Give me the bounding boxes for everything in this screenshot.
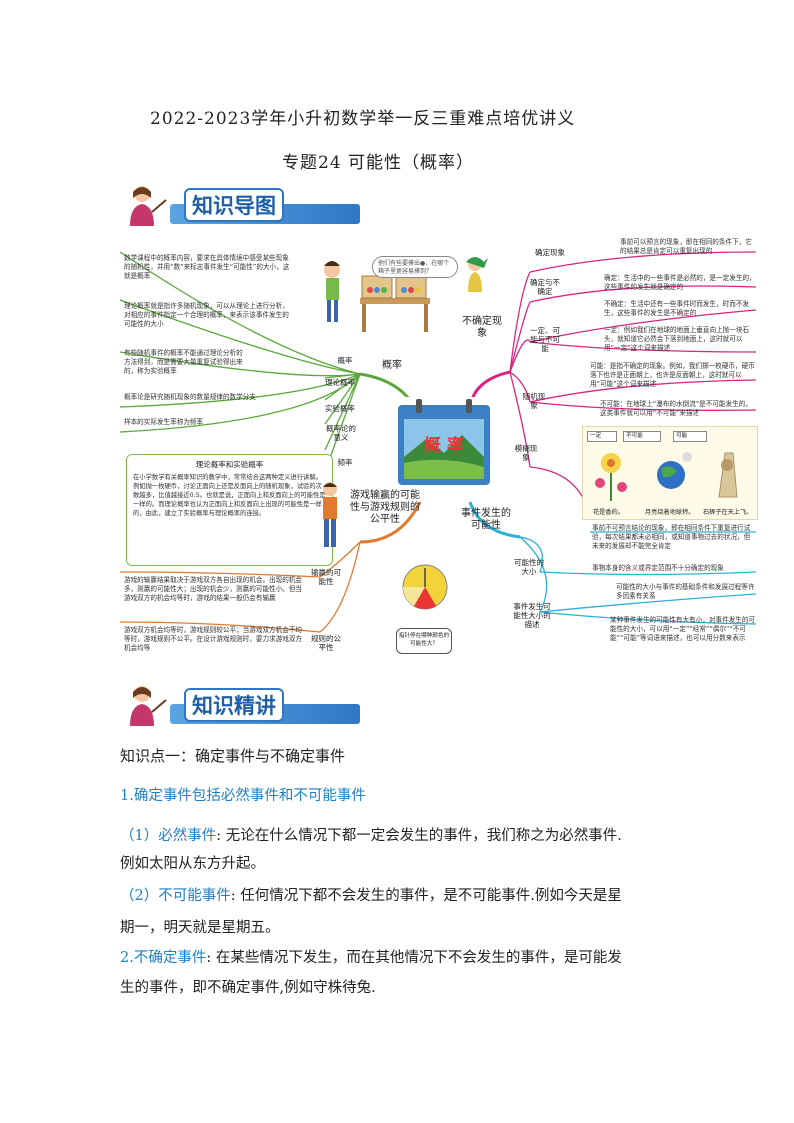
center-title: 概 率 <box>424 436 464 456</box>
mindmap-label-theory: 理论概率 <box>325 378 355 387</box>
mindmap-box-win: 游戏的输赢结果取决于游戏双方各自出现的机会。出现的机会多，则赢的可能性大；出现的… <box>124 576 303 602</box>
mindmap-box-theory-meaning: 概率论是研究随机现象的数量规律的数学分支 <box>124 393 256 401</box>
mindmap-box-fuzzy: 事物本身的含义或界定范围不十分确定的现象 <box>592 564 724 572</box>
definition-certain-event: : 无论在什么情况下都一定会发生的事件，我们称之为必然事件. <box>216 828 622 844</box>
mindmap-main-probability: 概率 <box>382 360 402 371</box>
theory-box-title: 理论概率和实验概率 <box>195 460 264 469</box>
theory-vs-experiment-box: 理论概率和实验概率 在小学数学有关概率知识的教学中，常常结合这两种定义进行讲解。… <box>126 454 333 566</box>
mindmap-box-theory: 理论概率就是指许多随机现象，可以从理论上进行分析，对相应的事件指定一个合理的概率… <box>124 302 289 328</box>
mindmap-label-certain-uncertain: 确定与不确定 <box>530 278 560 296</box>
mindmap-label-frequency: 频率 <box>337 458 353 467</box>
mindmap-label-description: 事件发生可能性大小的描述 <box>513 602 551 629</box>
flower-icon <box>595 453 627 501</box>
examples-card: 一定 不可能 可能 花是香的。 月亮绕着地球转。 石狮子在天上飞。 <box>582 426 758 520</box>
term-impossible-event: （2）不可能事件 <box>120 888 231 904</box>
caption-moon: 月亮绕着地球转。 <box>645 509 695 516</box>
mindmap-box-certain: 事前可以预言的现象，即在相同的条件下，它的结果总是肯定可以重复出现的 <box>620 238 752 255</box>
mindmap-box-fuzzy-def: 事前不可预言结论的现象，即在相同条件下重复进行试验，每次结果都未必相同，或知道事… <box>592 524 751 550</box>
stone-lion-icon <box>718 452 738 498</box>
spinner-icon <box>402 564 448 610</box>
teacher-icon <box>130 186 167 226</box>
mindmap-box-impossible: 不可能：在地球上“瀑布的水倒流”是不可能发生的，这类事件就可以用“不可能”来描述 <box>600 400 752 417</box>
mindmap-label-experiment: 实验概率 <box>325 404 355 413</box>
caption-lion: 石狮子在天上飞。 <box>703 509 753 516</box>
mindmap-label-definite-possible: 一定、可能与不可能 <box>530 326 560 353</box>
paragraph-2: （1）必然事件: 无论在什么情况下都一定会发生的事件，我们称之为必然事件. <box>120 826 622 846</box>
mindmap-main-event-chance: 事件发生的可能性 <box>461 508 511 531</box>
chip-definite: 一定 <box>587 431 617 442</box>
girl-icon <box>466 257 488 292</box>
banner-knowledge-map: 知识导图 <box>122 182 382 226</box>
mindmap-label-meaning: 概率论的意义 <box>326 424 356 442</box>
paragraph-7: 生的事件，即不确定事件,例如守株待兔. <box>120 980 376 996</box>
mindmap-box-fairness: 游戏双方机会均等时，游戏规则较公平；当游戏双方机会不均等时，游戏规则不公平。在设… <box>124 626 303 652</box>
definition-uncertain-event: : 在某些情况下发生，而在其他情况下不会发生的事件，是可能发 <box>206 950 622 966</box>
chip-impossible: 不可能 <box>623 431 661 442</box>
earth-moon-icon <box>657 452 692 489</box>
mind-map-branches <box>120 251 756 633</box>
speech-bubble: 他们有些要摸出●，在哪个箱子里更容易摸到？ <box>372 256 458 278</box>
section-heading: 知识点一：确定事件与不确定事件 <box>120 747 346 765</box>
definition-impossible-event: : 任何情况下都不会发生的事件，是不可能事件.例如今天是星 <box>230 888 622 904</box>
mindmap-box-definite: 一定：例如我们在地球的地面上垂直向上抛一块石头，就知道它必然会下落到地面上，这时… <box>604 326 750 352</box>
mindmap-box-frequency: 样本的实际发生率称为频率 <box>124 418 204 426</box>
paragraph-4: （2）不可能事件: 任何情况下都不会发生的事件，是不可能事件.例如今天是星 <box>120 886 622 906</box>
banner-knowledge-lecture: 知识精讲 <box>122 682 382 726</box>
mindmap-label-fairness: 规则的公平性 <box>311 634 341 652</box>
mindmap-box-uncertain-def: 不确定：生活中还有一些事件时而发生，时而不发生，这些事件的发生是不确定的 <box>604 300 750 317</box>
mindmap-box-experiment: 有些随机事件的概率不能通过理论分析的方法得到，而是需要大量重复试验得出来的，称为… <box>124 349 243 375</box>
paragraph-1: 1.确定事件包括必然事件和不可能事件 <box>120 786 366 806</box>
mindmap-box-description: 某种事件发生的可能性有大有小，对事件发生的可能性的大小，可以用“一定”“经常”“… <box>610 616 756 642</box>
paragraph-5: 期一，明天就是星期五。 <box>120 920 280 936</box>
paragraph-3: 例如太阳从东方升起。 <box>120 856 265 872</box>
mind-map: 数学课程中的概率内容，要求在具体情境中感受某些现象的随机性，并用“数”来标志事件… <box>120 232 758 664</box>
mindmap-label-win-chance: 输赢的可能性 <box>311 568 341 586</box>
paragraph-1-text: 1.确定事件包括必然事件和不可能事件 <box>120 788 366 804</box>
mindmap-box-magnitude: 可能性的大小与事件的基础条件和发展过程等许多因素有关系 <box>616 583 755 600</box>
banner-label: 知识精讲 <box>184 688 284 722</box>
mindmap-label-probability: 概率 <box>337 356 353 365</box>
mindmap-main-uncertain: 不确定现象 <box>462 316 502 339</box>
theory-box-body: 在小学数学有关概率知识的教学中，常常结合这两种定义进行讲解。例如抛一枚硬币，讨论… <box>133 474 326 517</box>
mindmap-label-random: 随机现象 <box>522 392 546 410</box>
term-certain-event: （1）必然事件 <box>120 828 217 844</box>
mindmap-label-certain: 确定现象 <box>535 248 565 257</box>
calendar-icon <box>398 399 490 485</box>
document-title: 2022-2023学年小升初数学举一反三重难点培优讲义 <box>150 109 576 129</box>
mindmap-box-certain-def: 确定：生活中的一些事件是必然的，是一定发生的，这些事件的发生就是确定的 <box>604 274 756 291</box>
caption-flower: 花是香的。 <box>593 509 624 516</box>
term-uncertain-event: 2.不确定事件 <box>120 950 207 966</box>
document-subtitle: 专题24 可能性（概率） <box>282 153 475 173</box>
kids-boxes-illustration <box>324 261 430 332</box>
boy-icon <box>323 482 337 547</box>
paragraph-6: 2.不确定事件: 在某些情况下发生，而在其他情况下不会发生的事件，是可能发 <box>120 948 622 968</box>
chip-possible: 可能 <box>673 431 707 442</box>
mindmap-box-probability: 数学课程中的概率内容，要求在具体情境中感受某些现象的随机性，并用“数”来标志事件… <box>124 254 290 280</box>
mindmap-main-game: 游戏输赢的可能性与游戏规则的公平性 <box>350 490 420 525</box>
spinner-question: 指针停在哪种颜色的可能性大？ <box>396 628 452 654</box>
mindmap-box-possible: 可能：是指不确定的现象。例如，我们掷一枚硬币，硬币落下也许是正面朝上，也许是反面… <box>590 362 755 388</box>
center-card: 概 率 <box>396 397 492 487</box>
banner-label: 知识导图 <box>184 188 284 222</box>
mindmap-label-magnitude: 可能性的大小 <box>514 558 544 576</box>
teacher-icon <box>130 686 167 726</box>
mindmap-label-fuzzy: 模糊现象 <box>514 444 538 462</box>
